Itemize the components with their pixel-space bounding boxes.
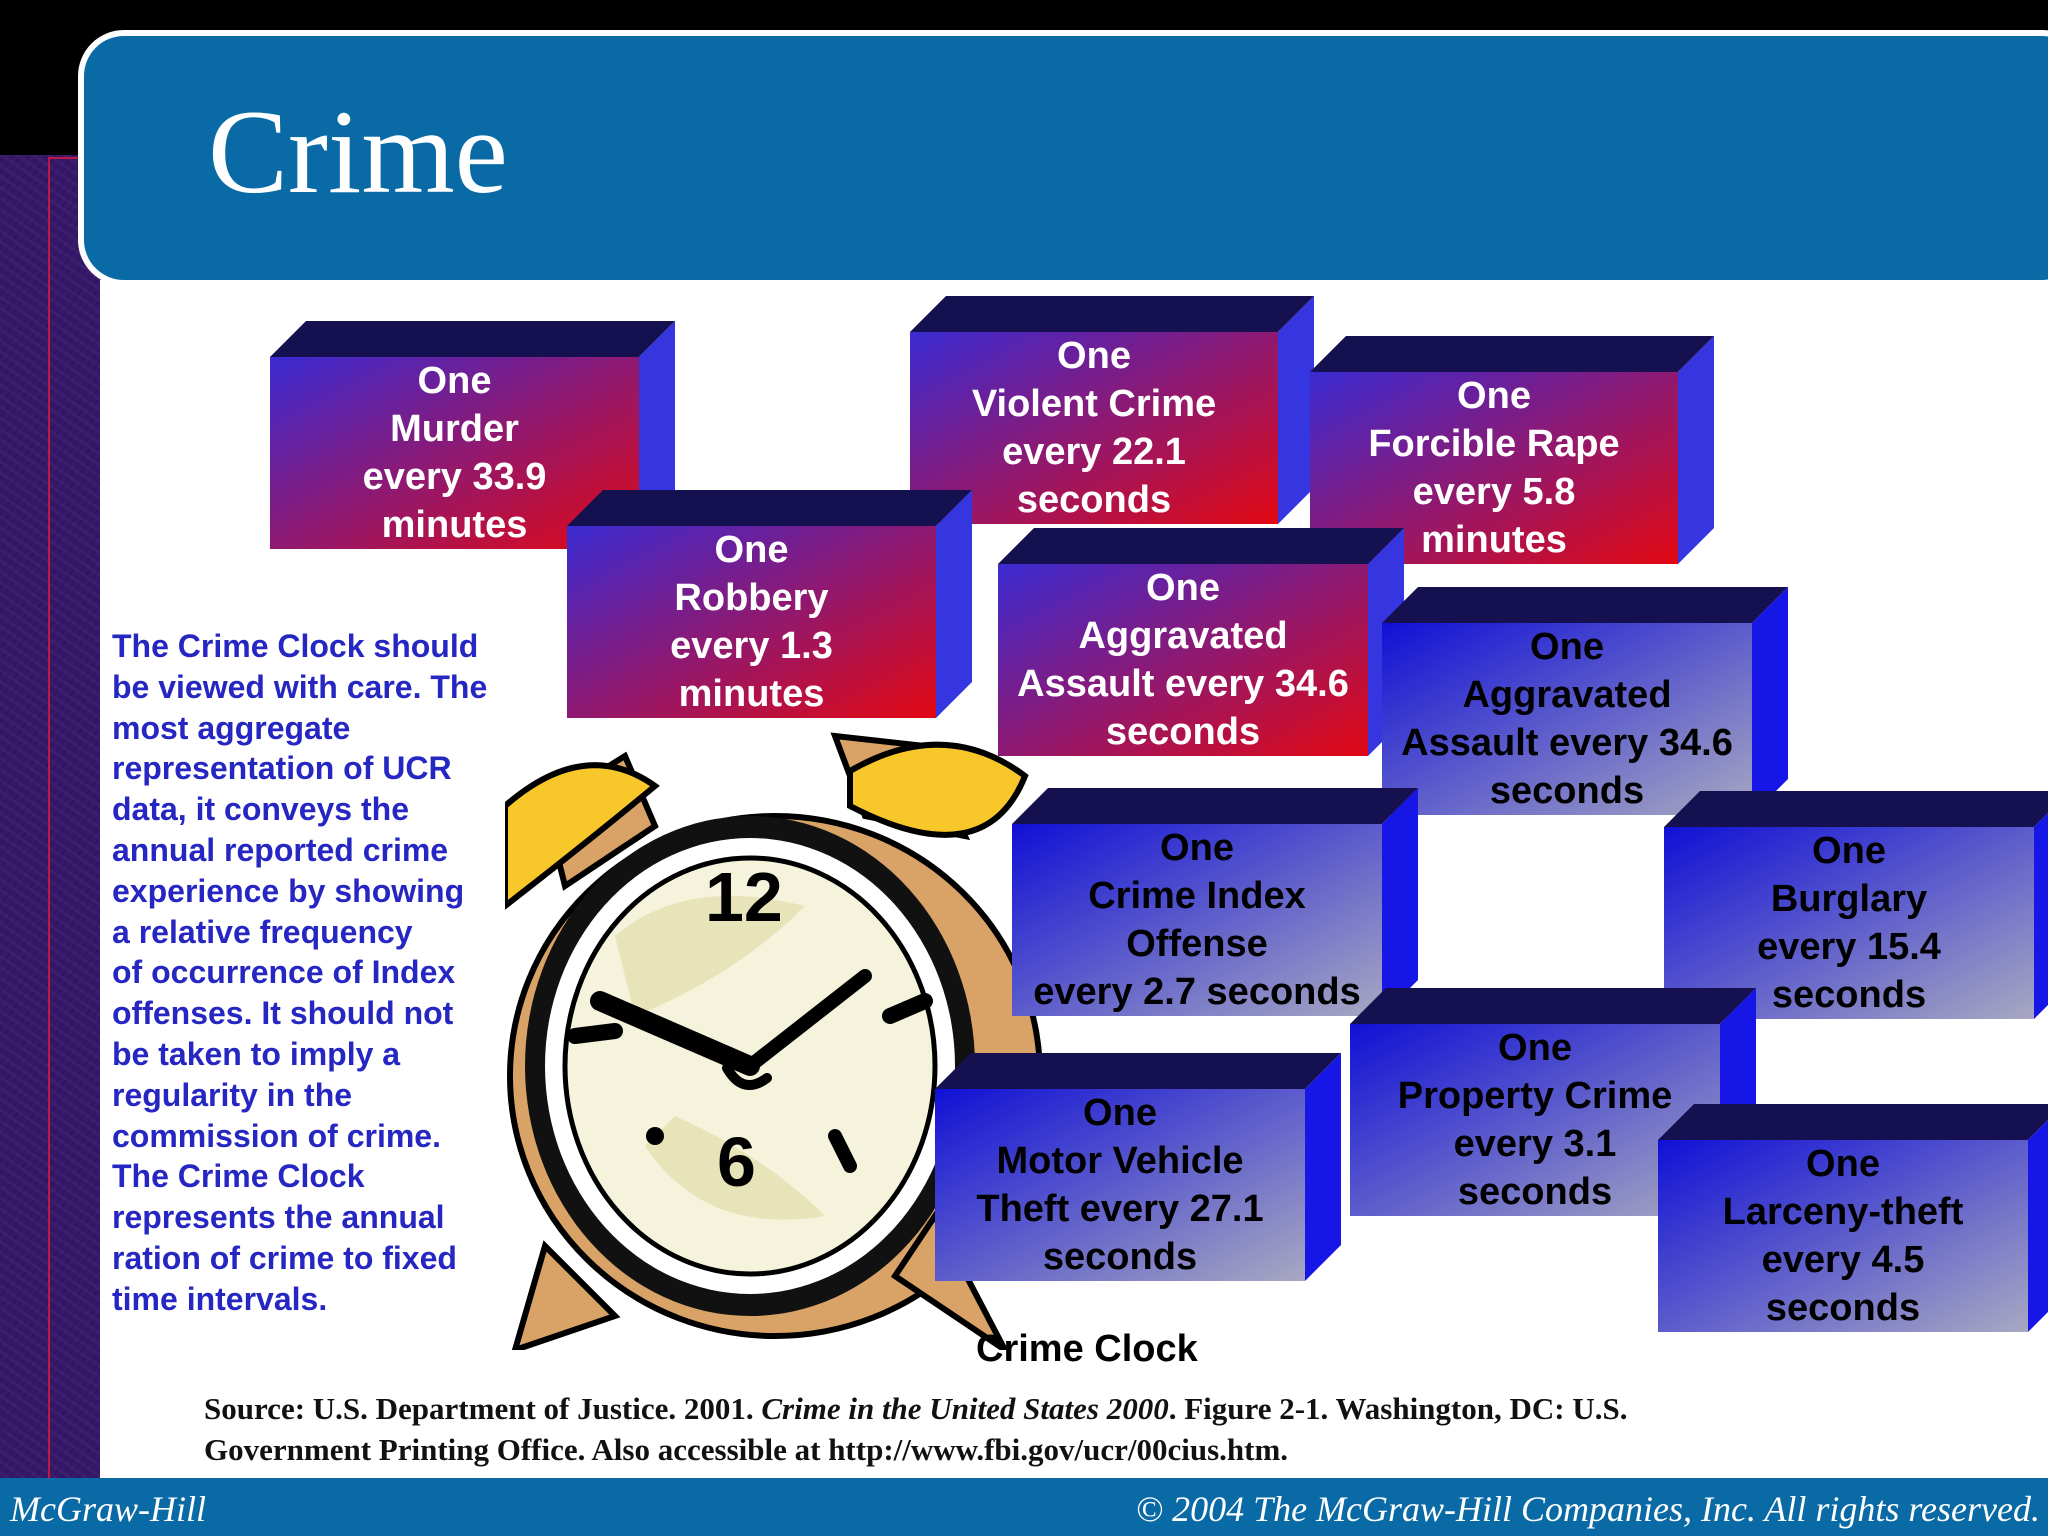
svg-text:12: 12 [705,858,783,936]
crime-clock-caption: Crime Clock [976,1328,1198,1370]
footer-bar [0,1478,2048,1536]
publisher-name: McGraw-Hill [10,1489,206,1529]
source-citation: Source: U.S. Department of Justice. 2001… [204,1391,1628,1467]
crime-clock-note: The Crime Clock should be viewed with ca… [112,628,488,1317]
svg-text:6: 6 [717,1123,756,1201]
title-bar [78,30,2048,286]
copyright-notice: © 2004 The McGraw-Hill Companies, Inc. A… [1135,1489,2040,1529]
alarm-clock-illustration: 12 6 [505,732,1043,1350]
page-title: Crime [208,85,508,218]
left-textured-strip [0,155,100,1485]
red-border-left [48,157,50,1479]
